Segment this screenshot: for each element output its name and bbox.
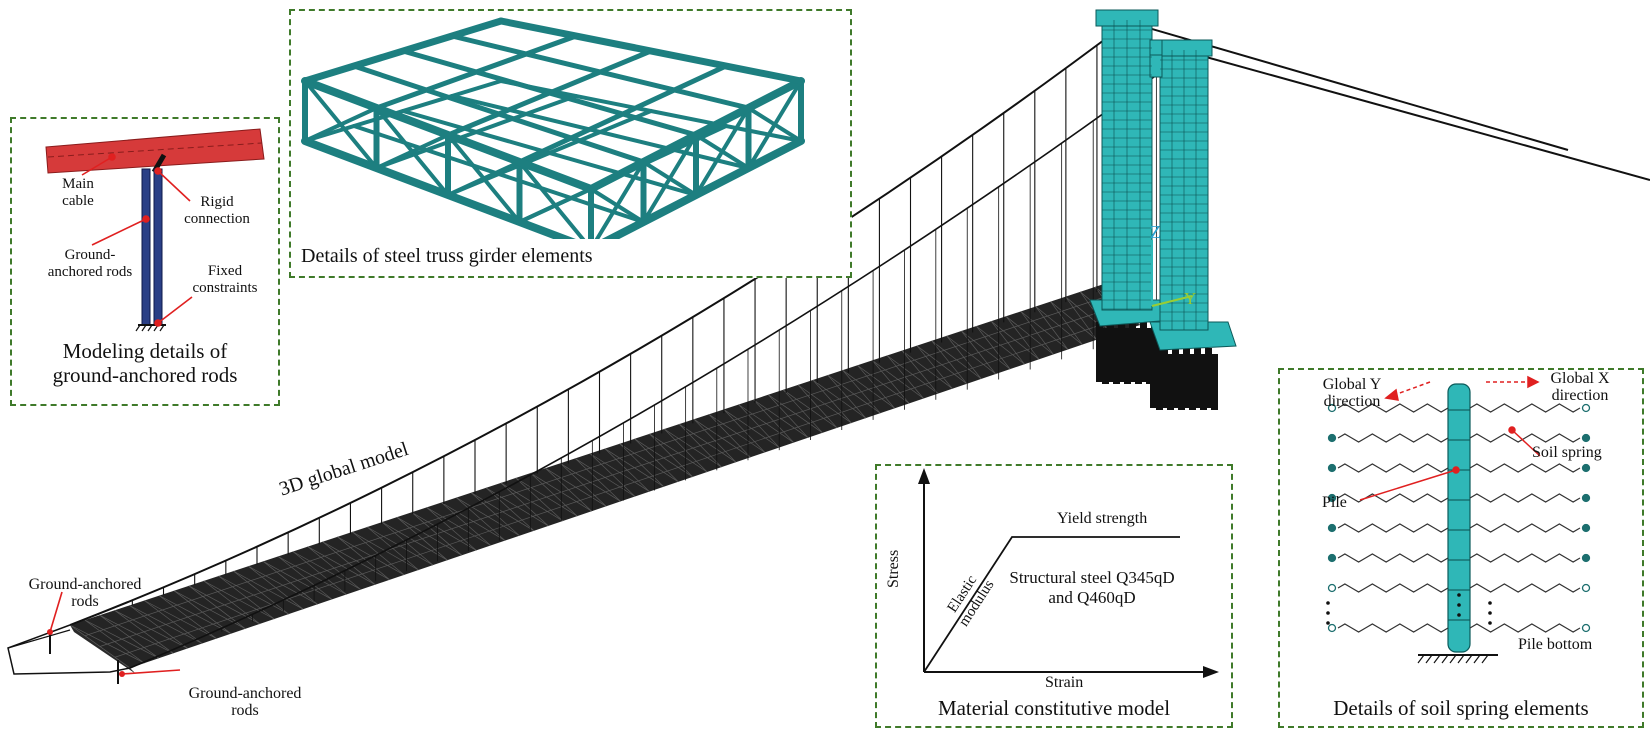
truss-girder-model bbox=[301, 17, 805, 239]
pile bbox=[1447, 383, 1471, 653]
main-cable-beam bbox=[45, 128, 265, 174]
back-stay-cable-2 bbox=[1187, 51, 1650, 181]
rigid-connection-label: Rigid connection bbox=[184, 194, 250, 227]
anchored-rod-2 bbox=[153, 168, 163, 326]
material-model-panel: Stress Strain Yield strength Elastic mod… bbox=[875, 464, 1233, 728]
pile-foundations bbox=[1096, 322, 1218, 410]
soil-panel-caption: Details of soil spring elements bbox=[1333, 696, 1589, 720]
pile-label: Pile bbox=[1322, 494, 1347, 511]
soil-spring-drawing bbox=[1326, 375, 1591, 664]
anchor-label-upper: Ground-anchored rods bbox=[28, 576, 142, 610]
global-x-direction-label: Global X direction bbox=[1550, 370, 1610, 404]
stress-strain-curve bbox=[923, 536, 1180, 673]
axis-y-label: Y bbox=[1184, 289, 1196, 308]
stress-strain-chart bbox=[918, 468, 1219, 678]
ground-anchored-rods-label: Ground- anchored rods bbox=[47, 247, 133, 280]
global-y-direction-label: Global Y direction bbox=[1322, 376, 1382, 410]
stress-axis-label: Stress bbox=[885, 549, 902, 588]
soil-spring-panel: Global Y direction Global X direction So… bbox=[1278, 368, 1644, 728]
fixed-constraints-label: Fixed constraints bbox=[192, 263, 258, 296]
rod-detail-drawing bbox=[45, 128, 265, 332]
material-panel-caption: Material constitutive model bbox=[937, 696, 1171, 720]
abutment-outline bbox=[7, 624, 131, 675]
yield-strength-label: Yield strength bbox=[1057, 510, 1148, 527]
main-cable-right bbox=[129, 51, 1189, 669]
main-cable-label: Main cable bbox=[62, 176, 94, 209]
hangers bbox=[131, 45, 1157, 642]
anchor-callouts bbox=[47, 591, 181, 677]
truss-panel-caption: Details of steel truss girder elements bbox=[301, 245, 593, 267]
rod-detail-panel: Main cable Rigid connection Ground- anch… bbox=[10, 117, 280, 406]
coordinate-axes: Z Y bbox=[1150, 222, 1196, 308]
soil-spring-label: Soil spring bbox=[1532, 444, 1602, 461]
axis-z-label: Z bbox=[1150, 222, 1161, 242]
truss-detail-panel: Details of steel truss girder elements bbox=[289, 9, 852, 278]
anchor-label-lower: Ground-anchored rods bbox=[188, 685, 302, 719]
tower bbox=[1095, 9, 1213, 331]
strain-axis-label: Strain bbox=[1045, 674, 1084, 691]
rod-panel-caption: Modeling details of ground-anchored rods bbox=[52, 339, 238, 387]
pile-bottom-label: Pile bottom bbox=[1518, 636, 1593, 653]
main-cable-left bbox=[69, 21, 1129, 626]
steel-grade-label: Structural steel Q345qD and Q460qD bbox=[1009, 568, 1175, 607]
